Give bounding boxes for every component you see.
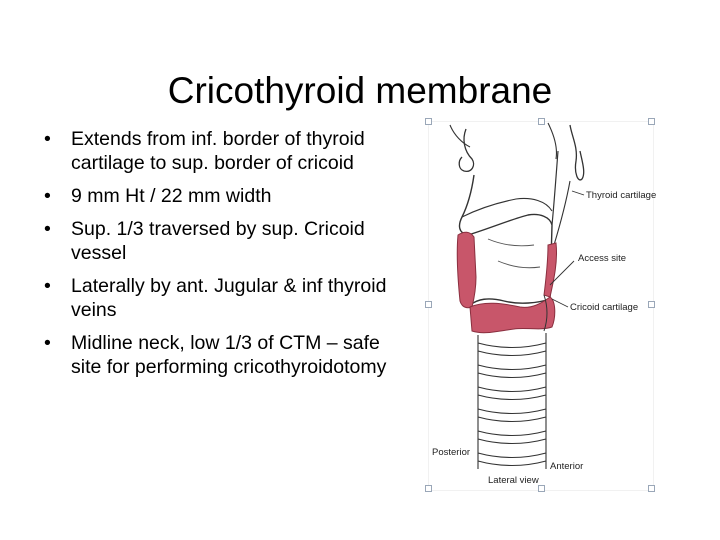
resize-handle[interactable] <box>425 118 432 125</box>
thyroid-cartilage-label: Thyroid cartilage <box>586 190 657 201</box>
resize-handle[interactable] <box>648 301 655 308</box>
anterior-label: Anterior <box>550 461 584 472</box>
resize-handle[interactable] <box>648 485 655 492</box>
bullet-item: • Extends from inf. border of thyroid car… <box>44 127 389 175</box>
resize-handle[interactable] <box>538 485 545 492</box>
bullet-glyph: • <box>44 218 51 240</box>
bullet-text: Extends from inf. border of thyroid cart… <box>71 128 365 174</box>
bullet-item: • 9 mm Ht / 22 mm width <box>44 184 389 208</box>
access-site-label: Access site <box>578 253 627 264</box>
bullet-glyph: • <box>44 275 51 297</box>
cricoid-cartilage-label: Cricoid cartilage <box>570 302 639 313</box>
bullet-text: Sup. 1/3 traversed by sup. Cricoid vesse… <box>71 218 365 264</box>
slide-title: Cricothyroid membrane <box>167 69 553 111</box>
bullet-item: • Sup. 1/3 traversed by sup. Cricoid vess… <box>44 217 389 265</box>
resize-handle[interactable] <box>648 118 655 125</box>
bullet-list: • Extends from inf. border of thyroid car… <box>44 127 389 388</box>
bullet-text: 9 mm Ht / 22 mm width <box>71 185 272 207</box>
resize-handle[interactable] <box>425 301 432 308</box>
posterior-label: Posterior <box>432 447 471 458</box>
bullet-item: • Midline neck, low 1/3 of CTM – safe sit… <box>44 331 389 379</box>
figure-caption: Lateral view <box>488 475 539 486</box>
larynx-drawing <box>428 121 654 491</box>
bullet-glyph: • <box>44 185 51 207</box>
larynx-diagram[interactable]: Thyroid cartilage Access site Cricoid ca… <box>425 118 657 492</box>
bullet-glyph: • <box>44 332 51 354</box>
bullet-item: • Laterally by ant. Jugular & inf thyroid… <box>44 274 389 322</box>
resize-handle[interactable] <box>425 485 432 492</box>
bullet-text: Midline neck, low 1/3 of CTM – safe site… <box>71 332 387 378</box>
bullet-text: Laterally by ant. Jugular & inf thyroid … <box>71 275 387 321</box>
bullet-glyph: • <box>44 128 51 150</box>
resize-handle[interactable] <box>538 118 545 125</box>
